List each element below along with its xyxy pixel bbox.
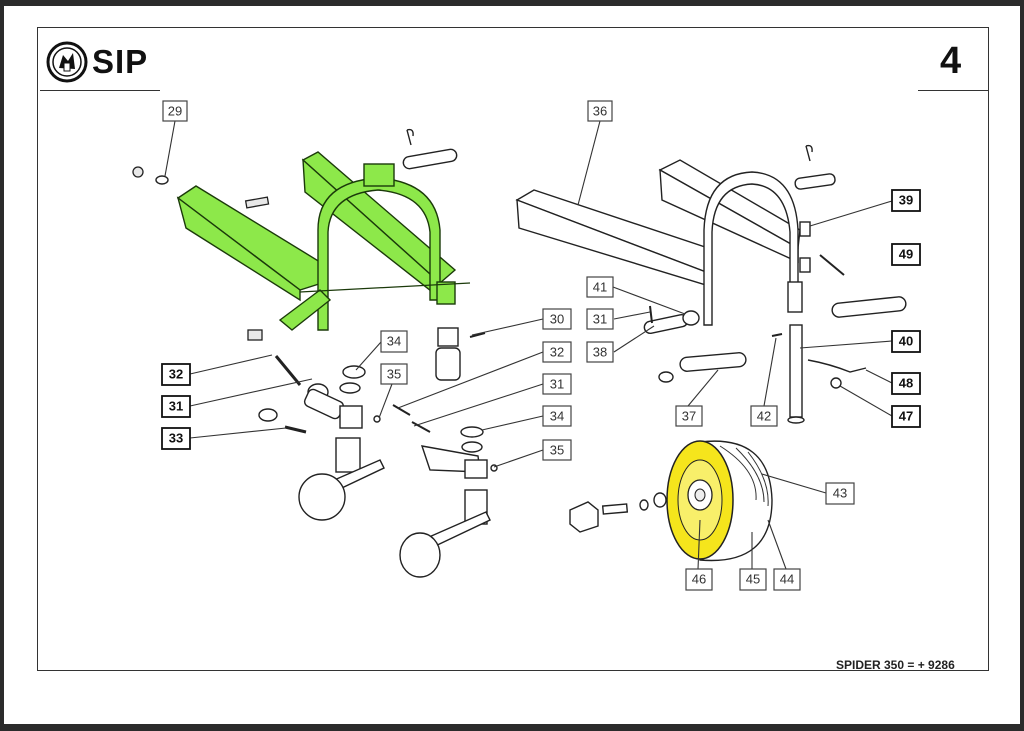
callout-32-left: 32 <box>161 363 191 386</box>
callout-35-upper: 35 <box>380 363 408 385</box>
svg-text:35: 35 <box>387 367 401 382</box>
svg-text:33: 33 <box>169 431 183 446</box>
svg-text:31: 31 <box>550 377 564 392</box>
callout-48: 48 <box>891 372 921 395</box>
svg-text:48: 48 <box>899 376 913 391</box>
svg-text:47: 47 <box>899 409 913 424</box>
callout-42: 42 <box>750 405 778 427</box>
callout-32-mid: 32 <box>542 341 572 363</box>
header-rule-left <box>40 90 160 91</box>
svg-text:44: 44 <box>780 572 794 587</box>
svg-text:34: 34 <box>550 409 564 424</box>
svg-text:36: 36 <box>593 104 607 119</box>
svg-text:39: 39 <box>899 193 913 208</box>
callout-46: 46 <box>685 568 713 591</box>
header-rule-right <box>918 90 988 91</box>
green-frame-assembly <box>176 151 471 331</box>
callout-31-left: 31 <box>161 395 191 418</box>
callout-30: 30 <box>542 308 572 330</box>
callout-34-upper: 34 <box>380 330 408 353</box>
svg-text:42: 42 <box>757 409 771 424</box>
callout-29: 29 <box>162 100 188 122</box>
svg-text:30: 30 <box>550 312 564 327</box>
callout-34-lower: 34 <box>542 405 572 427</box>
svg-text:37: 37 <box>682 409 696 424</box>
svg-text:31: 31 <box>593 312 607 327</box>
svg-text:32: 32 <box>169 367 183 382</box>
left-loose-parts <box>132 128 498 578</box>
brand-name: SIP <box>92 43 149 80</box>
svg-text:41: 41 <box>593 280 607 295</box>
svg-text:38: 38 <box>593 345 607 360</box>
model-footer: SPIDER 350 = + 9286 <box>836 658 955 672</box>
svg-text:40: 40 <box>899 334 913 349</box>
callout-41: 41 <box>586 276 614 298</box>
callout-45: 45 <box>739 568 767 591</box>
right-frame-assembly <box>515 144 907 424</box>
callout-38: 38 <box>586 341 614 363</box>
svg-text:32: 32 <box>550 345 564 360</box>
wheel-assembly <box>569 440 773 562</box>
callout-49: 49 <box>891 243 921 266</box>
callout-44: 44 <box>773 568 801 591</box>
page-number: 4 <box>940 40 962 82</box>
callout-31-mid: 31 <box>542 373 572 395</box>
callout-36: 36 <box>587 100 613 122</box>
callout-40: 40 <box>891 330 921 353</box>
callout-35-lower: 35 <box>542 439 572 461</box>
callout-31-right: 31 <box>586 308 614 330</box>
svg-text:49: 49 <box>899 247 913 262</box>
callout-33: 33 <box>161 427 191 450</box>
callout-37: 37 <box>675 405 703 427</box>
callout-39: 39 <box>891 189 921 212</box>
sip-logo: SIP <box>46 40 148 84</box>
callout-47: 47 <box>891 405 921 428</box>
leader-lines <box>164 120 893 570</box>
svg-text:31: 31 <box>169 399 183 414</box>
svg-text:35: 35 <box>550 443 564 458</box>
page-frame <box>37 27 989 671</box>
svg-text:45: 45 <box>746 572 760 587</box>
callout-43: 43 <box>825 482 855 505</box>
svg-text:29: 29 <box>168 104 182 119</box>
svg-text:34: 34 <box>387 334 401 349</box>
svg-text:46: 46 <box>692 572 706 587</box>
sip-emblem-icon <box>46 41 88 83</box>
svg-text:43: 43 <box>833 486 847 501</box>
